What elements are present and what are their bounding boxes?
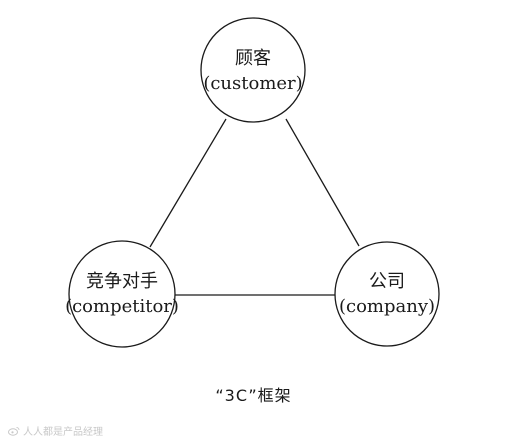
node-customer-label: 顾客 — [235, 48, 271, 69]
diagram-caption: “3C”框架 — [215, 386, 292, 405]
node-company: 公司 (company) — [334, 241, 440, 347]
node-competitor-label: 竞争对手 — [86, 271, 158, 292]
node-customer: 顾客 (customer) — [200, 17, 306, 123]
watermark-text: 人人都是产品经理 — [23, 427, 103, 438]
node-company-label: 公司 — [369, 271, 405, 292]
edge-customer-competitor — [149, 118, 227, 248]
node-customer-sublabel: (customer) — [203, 73, 302, 94]
weibo-icon — [8, 426, 20, 436]
edge-customer-company — [285, 118, 360, 247]
node-company-sublabel: (company) — [339, 296, 435, 317]
node-competitor: 竞争对手 (competitor) — [65, 240, 179, 348]
watermark: 人人都是产品经理 — [8, 423, 103, 438]
node-competitor-sublabel: (competitor) — [65, 296, 179, 317]
